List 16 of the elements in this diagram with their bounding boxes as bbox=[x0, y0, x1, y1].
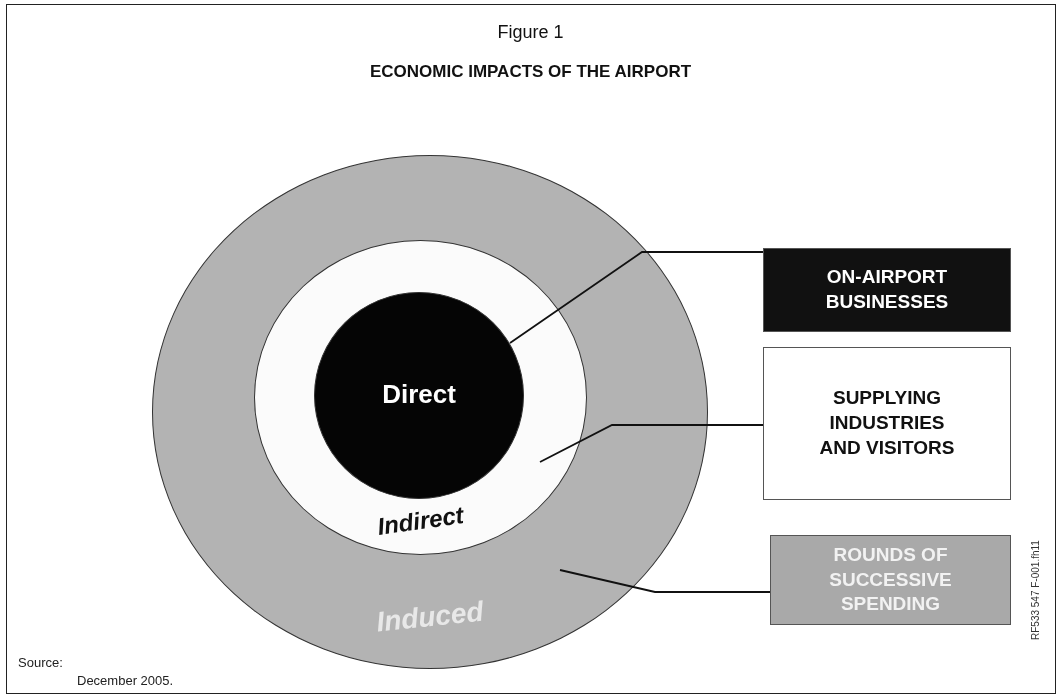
box-label: SUPPLYING INDUSTRIES AND VISITORS bbox=[818, 386, 956, 460]
box-label: ON-AIRPORT BUSINESSES bbox=[824, 265, 950, 314]
leader-line bbox=[509, 251, 764, 344]
figure-number: Figure 1 bbox=[497, 22, 564, 43]
ring-label: Direct bbox=[381, 379, 457, 410]
file-code: RF533 547 F-001.fh11 bbox=[1030, 540, 1041, 640]
ring-label: Indirect bbox=[374, 499, 466, 542]
leader-line bbox=[539, 424, 764, 463]
leader-line bbox=[559, 569, 771, 593]
category-box bbox=[763, 347, 1011, 500]
category-box bbox=[763, 248, 1011, 332]
category-box bbox=[770, 535, 1011, 625]
source-date: December 2005. bbox=[77, 673, 174, 688]
box-label: ROUNDS OF SUCCESSIVE SPENDING bbox=[828, 542, 953, 617]
figure-title: ECONOMIC IMPACTS OF THE AIRPORT bbox=[369, 62, 692, 82]
source-label: Source: bbox=[18, 655, 63, 670]
